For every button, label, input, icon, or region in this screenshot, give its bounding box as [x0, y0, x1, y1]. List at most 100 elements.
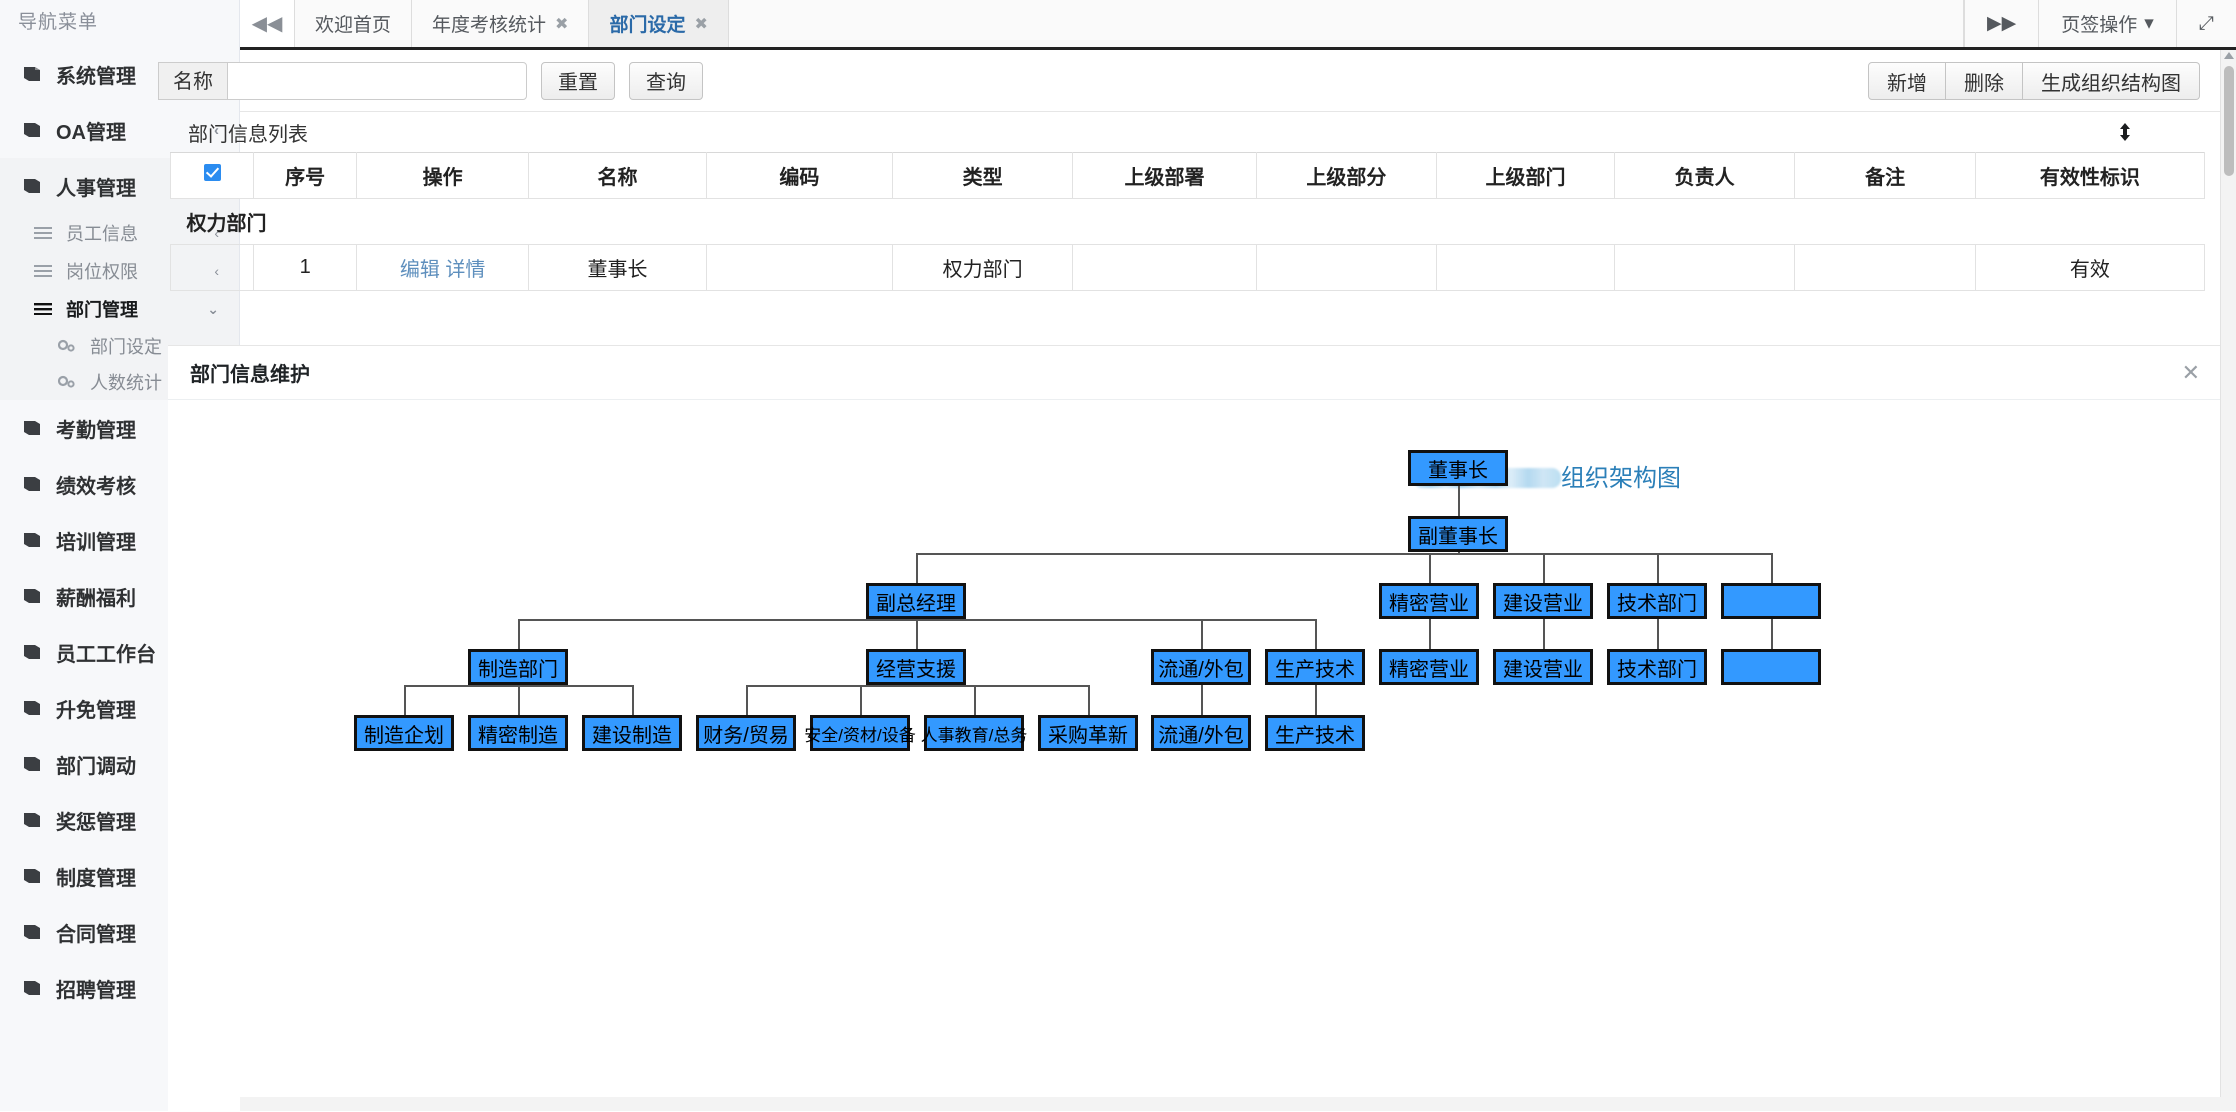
generate-org-chart-button[interactable]: 生成组织结构图: [2023, 62, 2200, 100]
org-node[interactable]: 流通/外包: [1151, 715, 1251, 751]
tab-department-setting[interactable]: 部门设定 ✖: [589, 0, 728, 47]
close-icon[interactable]: ✖: [694, 14, 707, 34]
vertical-scrollbar-thumb[interactable]: [2224, 66, 2234, 176]
column-owner[interactable]: 负责人: [1614, 153, 1794, 199]
connector-line: [1315, 619, 1317, 649]
connector-line: [1429, 553, 1431, 583]
collapse-toggle-icon[interactable]: [2114, 121, 2136, 143]
close-icon[interactable]: ✖: [555, 14, 568, 34]
reset-button[interactable]: 重置: [541, 62, 615, 100]
connector-line: [1458, 486, 1460, 516]
cell-remark: [1795, 245, 1975, 291]
tab-label: 欢迎首页: [315, 10, 391, 37]
org-node[interactable]: 安全/资材/设备: [810, 715, 910, 751]
connector-line: [1657, 619, 1659, 649]
close-icon[interactable]: ✕: [2182, 362, 2200, 384]
org-node[interactable]: 人事教育/总务: [924, 715, 1024, 751]
org-node[interactable]: 建设制造: [582, 715, 682, 751]
org-node[interactable]: 副董事长: [1408, 516, 1508, 552]
tab-label: 年度考核统计: [432, 10, 546, 37]
detail-link[interactable]: 详情: [445, 259, 485, 281]
connector-line: [1543, 553, 1545, 583]
org-node[interactable]: 生产技术: [1265, 649, 1365, 685]
org-node[interactable]: 建设营业: [1493, 649, 1593, 685]
book-icon: [22, 178, 44, 194]
book-icon: [22, 924, 44, 940]
book-icon: [22, 122, 44, 138]
org-node[interactable]: 技术部门: [1607, 649, 1707, 685]
org-chart-title-suffix: 组织架构图: [1561, 465, 1681, 492]
org-node[interactable]: 流通/外包: [1151, 649, 1251, 685]
column-parent-department[interactable]: 上级部门: [1437, 153, 1615, 199]
department-table: 序号 操作 名称 编码 类型 上级部署 上级部分 上级部门 负责人 备注 有效性…: [170, 152, 2205, 291]
tab-welcome-home[interactable]: 欢迎首页: [295, 0, 412, 47]
org-node[interactable]: 采购革新: [1038, 715, 1138, 751]
filter-name-input[interactable]: [227, 62, 527, 100]
org-node[interactable]: [1721, 583, 1821, 619]
connector-line: [974, 685, 976, 715]
org-node[interactable]: 财务/贸易: [696, 715, 796, 751]
org-node[interactable]: 制造部门: [468, 649, 568, 685]
cell-operation: 编辑 详情: [357, 245, 529, 291]
cell-parent-department: [1437, 245, 1615, 291]
tab-annual-assessment-statistics[interactable]: 年度考核统计 ✖: [412, 0, 589, 47]
book-icon: [22, 644, 44, 660]
row-checkbox-cell[interactable]: [171, 245, 254, 291]
column-type[interactable]: 类型: [892, 153, 1072, 199]
connector-line: [1429, 619, 1431, 649]
connector-line: [916, 619, 918, 649]
book-icon: [22, 476, 44, 492]
tabs-scroll-left-button[interactable]: ◀◀: [240, 0, 295, 47]
org-node[interactable]: 生产技术: [1265, 715, 1365, 751]
column-name[interactable]: 名称: [529, 153, 707, 199]
vertical-scrollbar[interactable]: [2220, 50, 2236, 1111]
connector-line: [518, 685, 520, 715]
delete-button[interactable]: 删除: [1946, 62, 2023, 100]
cell-owner: [1614, 245, 1794, 291]
tabs-scroll-right-button[interactable]: ▶▶: [1964, 0, 2038, 47]
column-parent-division[interactable]: 上级部分: [1256, 153, 1436, 199]
column-seq[interactable]: 序号: [254, 153, 357, 199]
table-header-row: 序号 操作 名称 编码 类型 上级部署 上级部分 上级部门 负责人 备注 有效性…: [171, 153, 2205, 199]
list-header: 部门信息列表: [170, 112, 2236, 152]
column-parent-deployment[interactable]: 上级部署: [1073, 153, 1256, 199]
horizontal-scrollbar[interactable]: [240, 1097, 2236, 1111]
query-button[interactable]: 查询: [629, 62, 703, 100]
tab-actions-menu[interactable]: 页签操作 ▾: [2038, 0, 2176, 47]
checkbox-icon[interactable]: [204, 164, 221, 181]
add-button[interactable]: 新增: [1868, 62, 1946, 100]
fullscreen-button[interactable]: ⤢: [2176, 0, 2236, 47]
cell-name: 董事长: [529, 245, 707, 291]
org-node[interactable]: 经营支援: [866, 649, 966, 685]
org-node[interactable]: 技术部门: [1607, 583, 1707, 619]
org-node[interactable]: 制造企划: [354, 715, 454, 751]
sidebar-title: 导航菜单: [0, 0, 239, 46]
org-node[interactable]: 精密营业: [1379, 583, 1479, 619]
org-node[interactable]: [1721, 649, 1821, 685]
book-icon: [22, 66, 44, 82]
scroll-up-arrow-icon[interactable]: [2224, 52, 2234, 59]
table-row[interactable]: 1 编辑 详情 董事长 权力部门 有效: [171, 245, 2205, 291]
dialog-header: 部门信息维护 ✕: [168, 346, 2228, 400]
gears-icon: [58, 375, 80, 389]
connector-line: [632, 685, 634, 715]
column-code[interactable]: 编码: [706, 153, 892, 199]
org-node[interactable]: 精密制造: [468, 715, 568, 751]
select-all-header[interactable]: [171, 153, 254, 199]
edit-link[interactable]: 编辑: [400, 259, 440, 281]
column-validity-flag[interactable]: 有效性标识: [1975, 153, 2204, 199]
connector-line: [518, 619, 520, 649]
list-icon: [34, 227, 56, 239]
org-node[interactable]: 建设营业: [1493, 583, 1593, 619]
org-node[interactable]: 董事长: [1408, 450, 1508, 486]
sidebar-item-department-management[interactable]: 部门管理 ⌄: [0, 290, 239, 328]
connector-line: [404, 685, 406, 715]
book-icon: [22, 980, 44, 996]
column-remark[interactable]: 备注: [1795, 153, 1975, 199]
action-button-group: 新增 删除 生成组织结构图: [1868, 62, 2200, 100]
list-icon: [34, 265, 56, 277]
org-node[interactable]: 精密营业: [1379, 649, 1479, 685]
org-node[interactable]: 副总经理: [866, 583, 966, 619]
column-operation[interactable]: 操作: [357, 153, 529, 199]
connector-line: [860, 685, 862, 715]
